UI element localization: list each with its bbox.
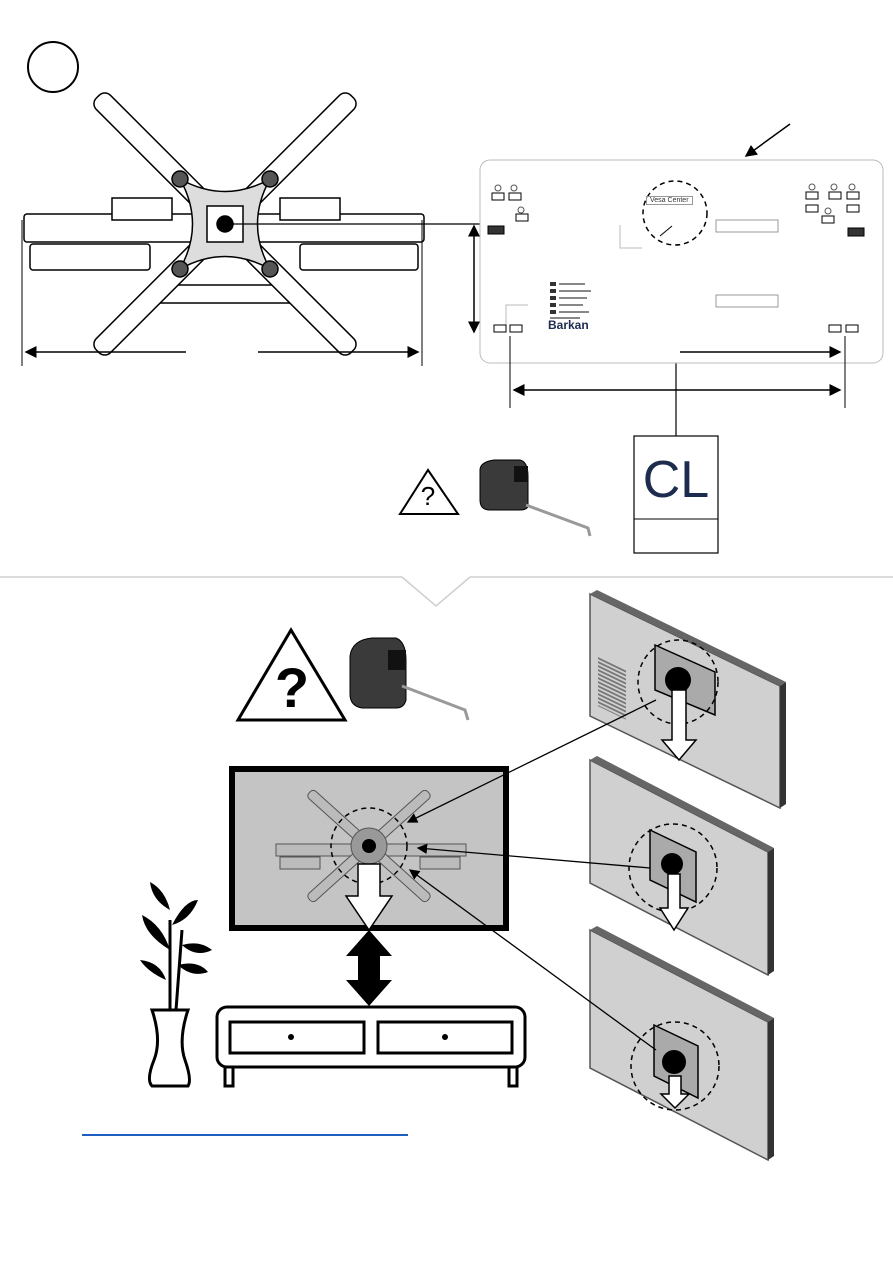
tape-measure-icon-large — [350, 638, 468, 720]
brand-logo: Barkan — [548, 318, 589, 332]
svg-text:?: ? — [275, 656, 309, 719]
link-text[interactable] — [82, 1118, 408, 1134]
tv-stand — [217, 1007, 525, 1086]
svg-text:?: ? — [421, 481, 435, 511]
tape-measure-icon — [480, 460, 590, 536]
warning-question-icon: ? — [400, 470, 458, 514]
vesa-center-label: Vesa Center — [646, 196, 693, 205]
center-line-box: CL — [634, 436, 718, 553]
svg-text:CL: CL — [643, 451, 709, 509]
warning-question-icon-large: ? — [238, 630, 345, 720]
plant-vase — [140, 882, 212, 1086]
tv-template-sheet — [480, 160, 883, 363]
tv-screen — [232, 769, 506, 930]
